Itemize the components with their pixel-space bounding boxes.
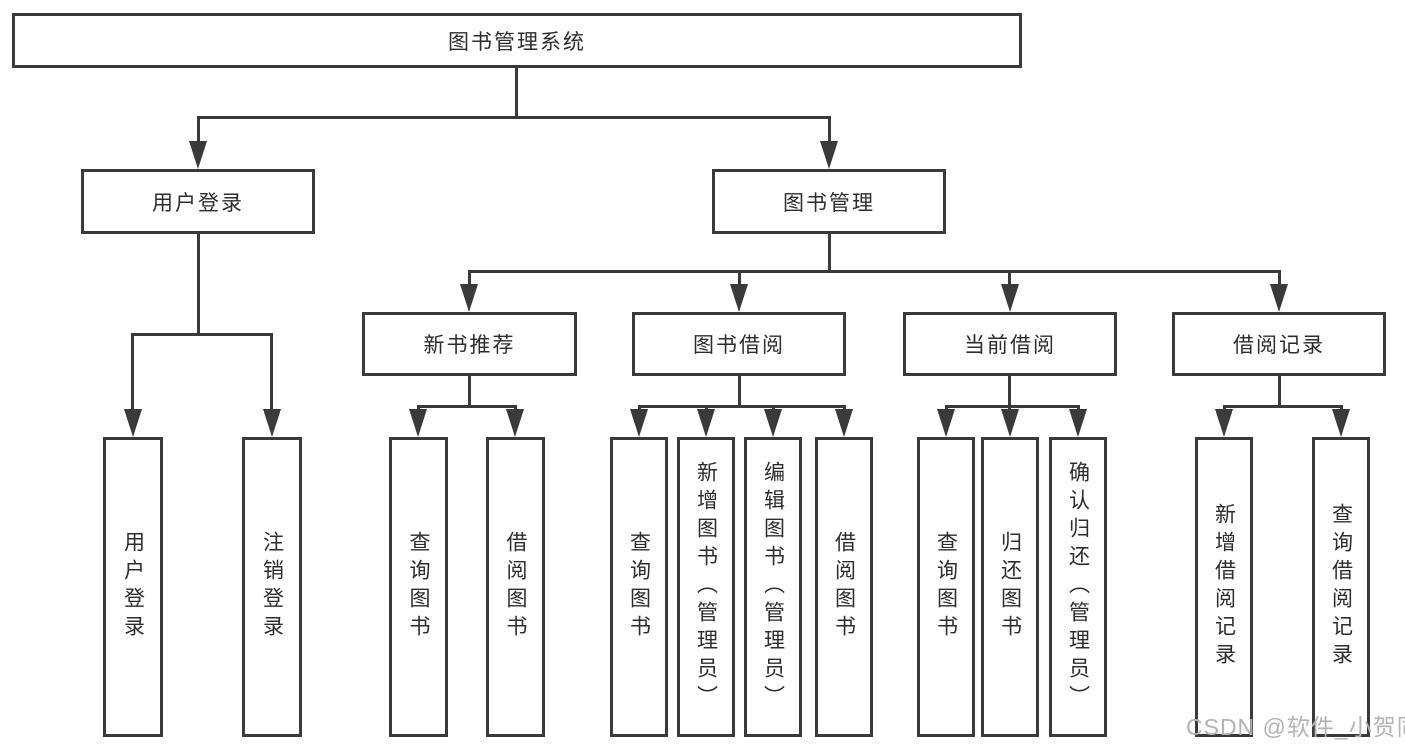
node-borrow-records: 借阅记录 xyxy=(1172,312,1386,376)
leaf-add-books-admin: 新增图书（管理员） xyxy=(677,437,735,737)
arrowhead xyxy=(506,409,524,437)
connector-segment xyxy=(738,270,741,286)
connector-segment xyxy=(1008,270,1011,286)
leaf-add-borrow-record: 新增借阅记录 xyxy=(1195,437,1253,737)
connector-segment xyxy=(131,333,273,336)
connector-segment xyxy=(270,333,273,410)
connector-segment xyxy=(1008,375,1011,408)
leaf-logout: 注销登录 xyxy=(242,437,302,737)
leaf-query-borrow-record: 查询借阅记录 xyxy=(1312,437,1370,737)
connector-segment xyxy=(468,270,471,286)
connector-segment xyxy=(638,405,846,408)
leaf-borrow-books-recommend: 借阅图书 xyxy=(486,437,545,737)
arrowhead xyxy=(764,409,782,437)
connector-segment xyxy=(945,405,1080,408)
connector-segment xyxy=(131,333,134,410)
arrowhead xyxy=(697,409,715,437)
arrowhead xyxy=(730,284,748,312)
leaf-user-login: 用户登录 xyxy=(103,437,163,737)
arrowhead xyxy=(409,409,427,437)
arrowhead xyxy=(1001,409,1019,437)
node-user-login: 用户登录 xyxy=(81,169,315,234)
connector-segment xyxy=(828,233,831,273)
connector-segment xyxy=(1223,405,1343,408)
connector-segment xyxy=(468,375,471,408)
connector-segment xyxy=(1278,375,1281,408)
node-book-borrowing: 图书借阅 xyxy=(632,312,846,376)
csdn-watermark: CSDN @软件_小贺同学 xyxy=(1186,714,1405,740)
node-book-management: 图书管理 xyxy=(712,169,946,234)
leaf-borrow-books: 借阅图书 xyxy=(815,437,873,737)
connector-segment xyxy=(828,116,831,142)
arrowhead xyxy=(630,409,648,437)
connector-segment xyxy=(515,68,518,118)
node-new-book-recommend: 新书推荐 xyxy=(362,312,577,376)
leaf-query-books: 查询图书 xyxy=(610,437,668,737)
connector-segment xyxy=(197,116,200,142)
node-root: 图书管理系统 xyxy=(12,13,1022,68)
node-current-borrowing: 当前借阅 xyxy=(903,312,1117,376)
arrowhead xyxy=(1001,284,1019,312)
arrowhead xyxy=(1332,409,1350,437)
arrowhead xyxy=(460,284,478,312)
leaf-edit-books-admin: 编辑图书（管理员） xyxy=(744,437,802,737)
connector-segment xyxy=(738,375,741,408)
leaf-query-books-current: 查询图书 xyxy=(917,437,975,737)
arrowhead xyxy=(124,409,142,437)
leaf-query-books-recommend: 查询图书 xyxy=(389,437,448,737)
connector-segment xyxy=(468,270,1281,273)
leaf-confirm-return-admin: 确认归还（管理员） xyxy=(1049,437,1107,737)
leaf-return-books: 归还图书 xyxy=(981,437,1039,737)
arrowhead xyxy=(1270,284,1288,312)
arrowhead xyxy=(1215,409,1233,437)
arrowhead xyxy=(263,409,281,437)
arrowhead xyxy=(1069,409,1087,437)
arrowhead xyxy=(820,141,838,169)
arrowhead xyxy=(937,409,955,437)
connector-segment xyxy=(197,116,831,119)
arrowhead xyxy=(189,141,207,169)
connector-segment xyxy=(1278,270,1281,286)
connector-segment xyxy=(417,405,517,408)
connector-segment xyxy=(197,233,200,335)
arrowhead xyxy=(835,409,853,437)
